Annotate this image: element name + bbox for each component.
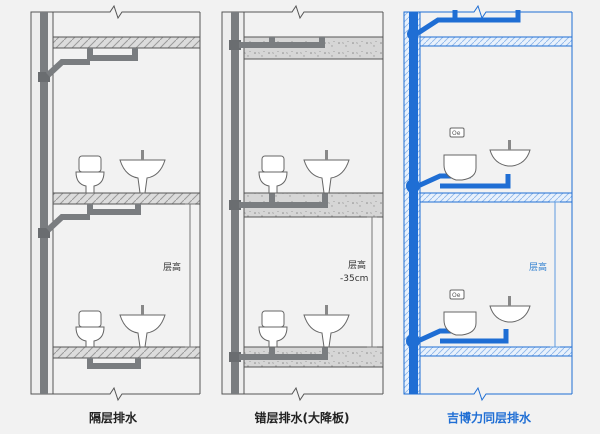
height-label: 层高 (348, 259, 366, 271)
flush-plate-icon: Oe (449, 289, 465, 300)
bottom-break-line (31, 386, 200, 402)
drain-stack-pipe (409, 12, 418, 394)
floor-slab (52, 346, 201, 359)
sink-icon (119, 305, 166, 348)
panel-caption: 错层排水(大降板) (255, 410, 350, 425)
branch-pipe (239, 347, 328, 360)
sink-icon (303, 150, 350, 194)
pipe-joint (38, 72, 50, 82)
top-break-line (222, 4, 383, 20)
toilet-icon (258, 310, 288, 348)
panel-same-floor-drainage: Oe Oe 层高 吉博力同层排水 (403, 4, 573, 425)
stack-fitting (407, 28, 419, 40)
panel-caption: 隔层排水 (89, 410, 138, 425)
bottom-break-line (404, 386, 572, 402)
branch-pipe (440, 174, 511, 189)
branch-pipe (239, 37, 325, 48)
branch-pipe (416, 10, 521, 36)
branch-pipe (239, 193, 328, 208)
flush-plate-label: Oe (452, 292, 461, 299)
height-label: 层高 (163, 261, 181, 273)
height-label: 层高 (529, 261, 547, 273)
branch-pipe (87, 204, 141, 215)
sink-icon (489, 296, 531, 323)
branch-pipe (45, 214, 90, 233)
pipe-joint (229, 200, 241, 210)
branch-pipe (87, 48, 138, 61)
pipe-joint (38, 228, 50, 238)
pipe-joint (229, 352, 241, 362)
sink-icon (489, 140, 531, 167)
stack-fitting (406, 334, 420, 348)
top-break-line (404, 4, 572, 20)
height-reduction-label: -35cm (340, 274, 368, 284)
branch-pipe (440, 329, 509, 344)
floor-slab (52, 36, 201, 49)
drain-stack-pipe (40, 12, 48, 394)
sink-icon (303, 305, 350, 348)
floor-slab (419, 36, 573, 47)
flush-plate-label: Oe (452, 130, 461, 137)
floor-slab (52, 192, 201, 205)
wall-hung-toilet-icon (443, 311, 477, 336)
panel-separate-floor-drainage: 层高 隔层排水 (30, 4, 201, 425)
bottom-break-line (222, 386, 383, 402)
toilet-icon (75, 310, 105, 348)
pipe-joint (229, 40, 241, 50)
panel-caption: 吉博力同层排水 (447, 410, 532, 425)
floor-slab (419, 346, 573, 357)
toilet-icon (258, 155, 288, 194)
branch-pipe (45, 59, 90, 78)
toilet-icon (75, 155, 105, 194)
branch-pipe (87, 358, 141, 369)
flush-plate-icon: Oe (449, 127, 465, 138)
stack-fitting (406, 179, 420, 193)
wall-hung-toilet-icon (443, 154, 477, 181)
sink-icon (119, 150, 166, 194)
top-break-line (31, 4, 200, 20)
floor-slab (419, 192, 573, 203)
panel-staggered-floor-drainage: 层高 -35cm 错层排水(大降板) (221, 4, 384, 425)
